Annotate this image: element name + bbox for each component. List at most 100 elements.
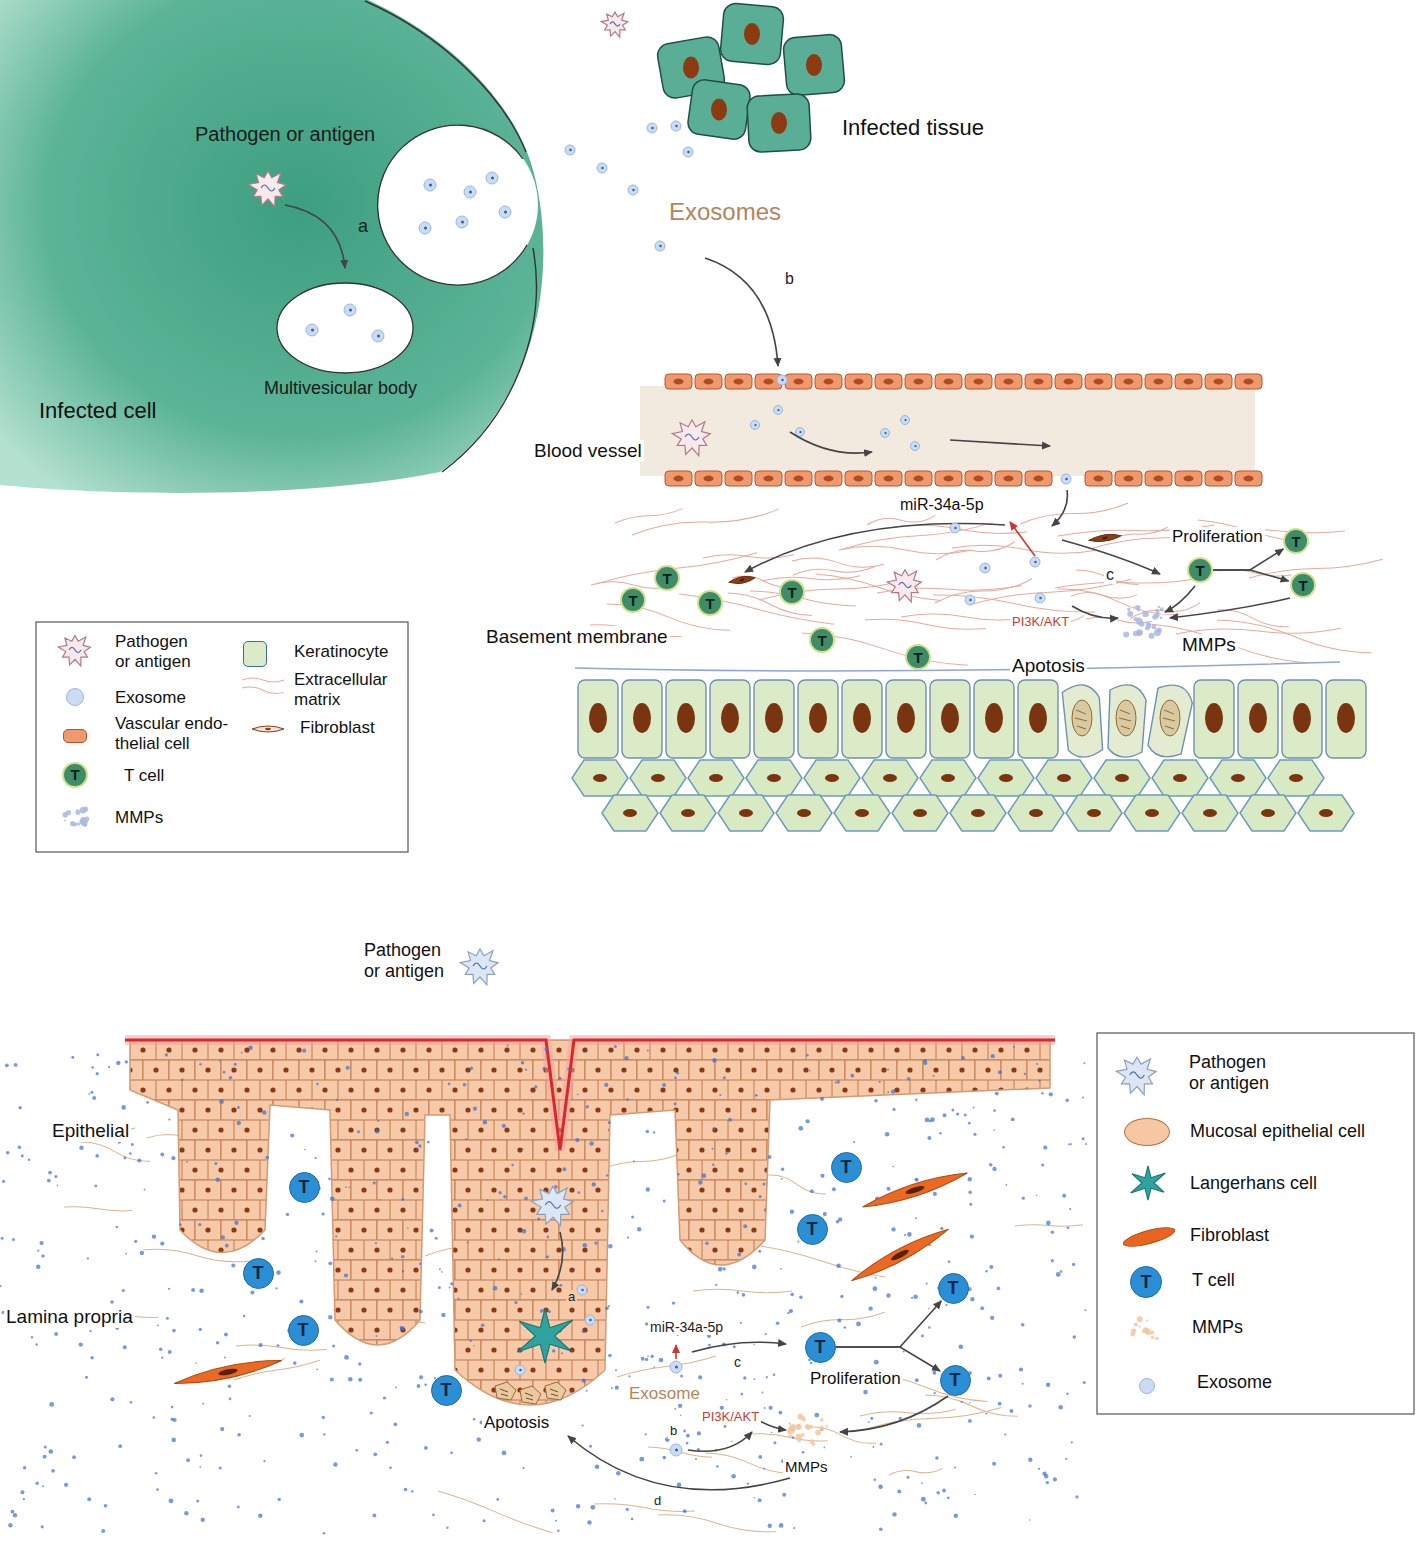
fibroblast-nucleus (890, 1248, 910, 1262)
exosome-cargo (429, 184, 432, 187)
text-label: Exosomes (667, 198, 783, 226)
pathogen-rna (473, 963, 487, 969)
exosome-dot (1013, 1046, 1015, 1048)
text-label: T (68, 766, 81, 783)
exosome-dot (985, 1413, 987, 1415)
exosome-dot (615, 1386, 619, 1390)
exosome-dot (157, 1325, 159, 1327)
exosome-dot (885, 1132, 890, 1137)
nucleus (884, 379, 894, 385)
exosome-dot (678, 1404, 682, 1408)
mmps (819, 1426, 824, 1431)
exosome-dot (108, 1066, 110, 1068)
exosome-dot (153, 1416, 156, 1419)
nucleus (734, 379, 744, 385)
extracellular-matrix-fiber (935, 538, 1016, 564)
exosome-dot (744, 1182, 747, 1185)
exosome-dot (1046, 1481, 1049, 1484)
epithelial-surface (125, 1040, 1055, 1150)
exosome-dot (21, 1154, 24, 1157)
nucleus (674, 379, 684, 385)
exosome-dot (35, 1343, 37, 1345)
keratinocyte (930, 680, 970, 758)
exosome-cargo (519, 1369, 522, 1372)
blood-vessel-lumen (640, 386, 1255, 476)
nucleus (1244, 379, 1254, 385)
exosome-dot (589, 1445, 592, 1448)
exosome-dot (419, 1263, 421, 1265)
exosome-dot (237, 1106, 240, 1109)
exosome-dot (328, 1178, 331, 1181)
arrow (1165, 586, 1195, 612)
exosome-dot (483, 1519, 486, 1522)
exosome-dot (850, 1074, 854, 1078)
exosome-dot (627, 1237, 629, 1239)
exosome-dot (373, 1514, 377, 1518)
exosome-dot (92, 1096, 96, 1100)
exosome-dot (275, 1287, 277, 1289)
proliferation-arrow (1213, 549, 1283, 570)
fibroblast (861, 1167, 969, 1212)
text-label: Proliferation (1170, 527, 1265, 547)
text-label: d (652, 1494, 663, 1509)
collagen-fiber (602, 1152, 680, 1171)
nucleus (1289, 774, 1303, 782)
exosome (670, 1361, 682, 1373)
exosome-dot (96, 1053, 99, 1056)
exosome-dot (199, 1288, 204, 1293)
exosome-dot (373, 1181, 376, 1184)
extracellular-matrix-fiber (865, 618, 986, 631)
exosome-dot (933, 1192, 937, 1196)
arrow (692, 1342, 786, 1352)
exosome-cargo (754, 424, 756, 426)
exosome-dot (758, 1455, 762, 1459)
exosome-dot (637, 1227, 641, 1231)
exosome-dot (169, 1499, 174, 1504)
exosome-dot (417, 1384, 421, 1388)
exosome-dot (40, 1241, 44, 1245)
chromatin (1119, 710, 1131, 729)
exosome-dot (759, 1195, 762, 1198)
exosome-dot (998, 1402, 1002, 1406)
endothelial-cell (1175, 374, 1202, 389)
cell-letter: T (441, 1381, 452, 1399)
extracellular-matrix-fiber (793, 563, 875, 578)
nucleus (633, 703, 651, 733)
cell-letter: T (299, 1178, 310, 1196)
nucleus (764, 476, 774, 482)
exosome-dot (31, 1336, 33, 1338)
t-cell: T (289, 1172, 320, 1203)
exosome-dot (200, 1454, 203, 1457)
exosome-dot (315, 1260, 317, 1262)
keratinocyte (1182, 795, 1238, 831)
exosome-dot (41, 1254, 44, 1257)
nucleus (824, 379, 834, 385)
arrow (1010, 522, 1035, 556)
langerhans-cell (517, 1309, 572, 1363)
exosome (565, 145, 575, 155)
text-label: MMPs (783, 1458, 830, 1475)
collagen-fiber (767, 1172, 827, 1196)
exosome-dot (116, 1061, 120, 1065)
exosome-dot (601, 1210, 604, 1213)
exosome-dot (653, 1131, 655, 1133)
cell-letter: T (1291, 534, 1300, 549)
text-label: miR-34a-5p (648, 1319, 725, 1335)
exosome-dot (335, 1235, 337, 1237)
legend-mmps-icon (1150, 1330, 1154, 1334)
collagen-fiber (236, 1344, 327, 1351)
exosome-dot (993, 1129, 995, 1131)
exosome-dot (199, 1063, 201, 1065)
legend-matrix-icon (242, 686, 284, 694)
nucleus (1184, 379, 1194, 385)
collagen-fiber (617, 1355, 716, 1379)
nucleus (1319, 809, 1333, 817)
exosome-dot (880, 1443, 883, 1446)
text-label: Epithelial (50, 1120, 131, 1142)
mmps (1152, 625, 1157, 630)
exosome-dot (438, 1286, 441, 1289)
nucleus (854, 379, 864, 385)
exosome-dot (713, 1127, 715, 1129)
endothelial-cell (695, 374, 722, 389)
exosome-dot (1051, 1231, 1054, 1234)
